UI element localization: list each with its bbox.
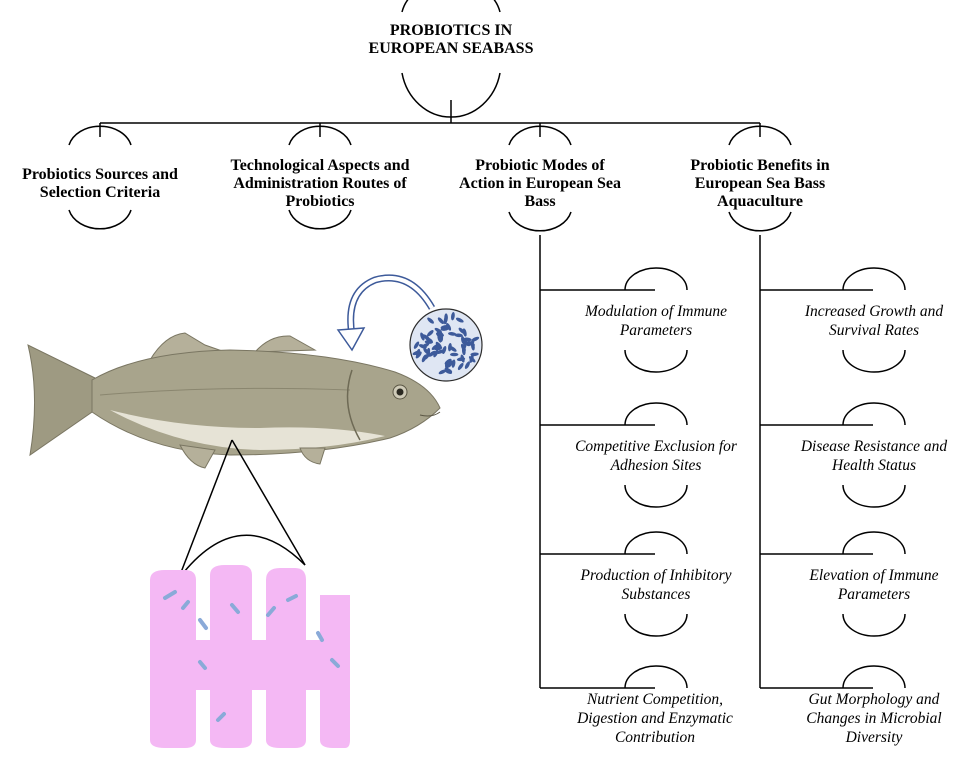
benefits-sub-2-top-arc bbox=[843, 403, 905, 425]
technological-bottom-arc bbox=[289, 210, 351, 229]
probiotic-cell bbox=[450, 353, 458, 357]
benefits-bottom-arc bbox=[729, 212, 791, 231]
benefits-sub-1-bottom-arc bbox=[843, 350, 905, 372]
modes-sub-4-top-arc bbox=[625, 666, 687, 688]
mode-item-1: Modulation of Immune Parameters bbox=[567, 302, 745, 340]
sources-bottom-arc bbox=[69, 210, 131, 229]
zoom-line-right bbox=[232, 440, 305, 565]
title-top-arc bbox=[402, 0, 500, 12]
benefit-item-2: Disease Resistance and Health Status bbox=[782, 437, 966, 475]
category-benefits: Probiotic Benefits in European Sea Bass … bbox=[670, 157, 850, 211]
modes-sub-3-bottom-arc bbox=[625, 614, 687, 636]
mode-item-2: Competitive Exclusion for Adhesion Sites bbox=[560, 437, 752, 475]
gut-bacterium bbox=[200, 620, 206, 628]
category-modes: Probiotic Modes of Action in European Se… bbox=[455, 157, 625, 211]
benefits-sub-2-bottom-arc bbox=[843, 485, 905, 507]
benefits-sub-3-bottom-arc bbox=[843, 614, 905, 636]
mode-item-4: Nutrient Competition, Digestion and Enzy… bbox=[555, 690, 755, 747]
modes-sub-2-top-arc bbox=[625, 403, 687, 425]
benefits-sub-4-top-arc bbox=[843, 666, 905, 688]
mode-item-3: Production of Inhibitory Substances bbox=[560, 566, 752, 604]
modes-sub-2-bottom-arc bbox=[625, 485, 687, 507]
modes-sub-3-top-arc bbox=[625, 532, 687, 554]
category-sources: Probiotics Sources and Selection Criteri… bbox=[5, 166, 195, 202]
probiotic-cell bbox=[444, 313, 448, 321]
probiotic-bacteria-circle-icon bbox=[410, 309, 482, 381]
benefit-item-3: Elevation of Immune Parameters bbox=[782, 566, 966, 604]
diagram-title: PROBIOTICS IN EUROPEAN SEABASS bbox=[350, 22, 552, 58]
benefit-item-4: Gut Morphology and Changes in Microbial … bbox=[782, 690, 966, 747]
benefits-sub-3-top-arc bbox=[843, 532, 905, 554]
modes-sub-1-top-arc bbox=[625, 268, 687, 290]
benefits-sub-1-top-arc bbox=[843, 268, 905, 290]
category-technological: Technological Aspects and Administration… bbox=[225, 157, 415, 211]
intestine-villi-icon bbox=[150, 565, 350, 748]
benefit-item-1: Increased Growth and Survival Rates bbox=[782, 302, 966, 340]
sea-bass-fish-image bbox=[28, 333, 440, 468]
modes-sub-1-bottom-arc bbox=[625, 350, 687, 372]
modes-bottom-arc bbox=[509, 212, 571, 231]
